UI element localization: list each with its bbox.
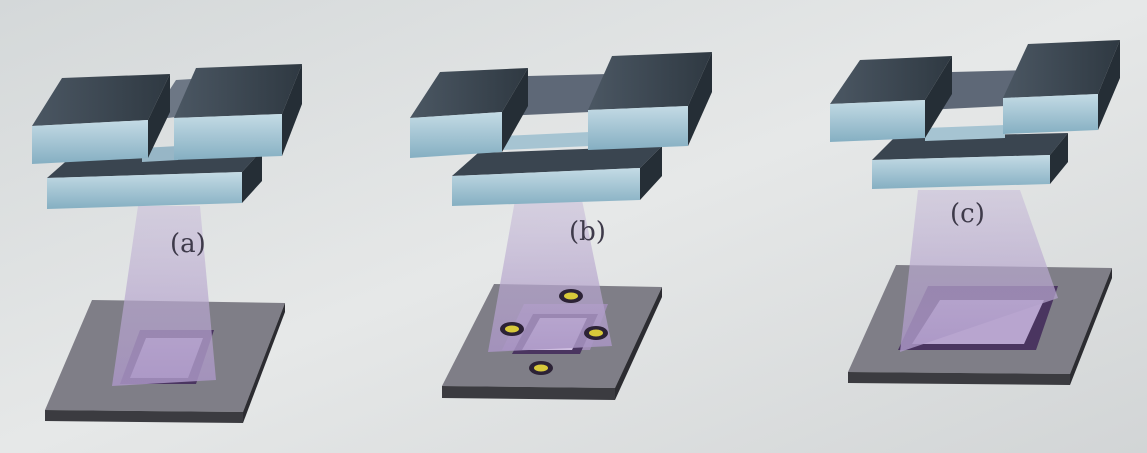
lower-plate bbox=[872, 133, 1068, 189]
lower-plate bbox=[452, 146, 662, 206]
right-block bbox=[174, 64, 302, 160]
panel-label-c: (c) bbox=[950, 199, 985, 229]
panel-label-b: (b) bbox=[569, 217, 606, 247]
panel-label-a: (a) bbox=[170, 229, 206, 259]
